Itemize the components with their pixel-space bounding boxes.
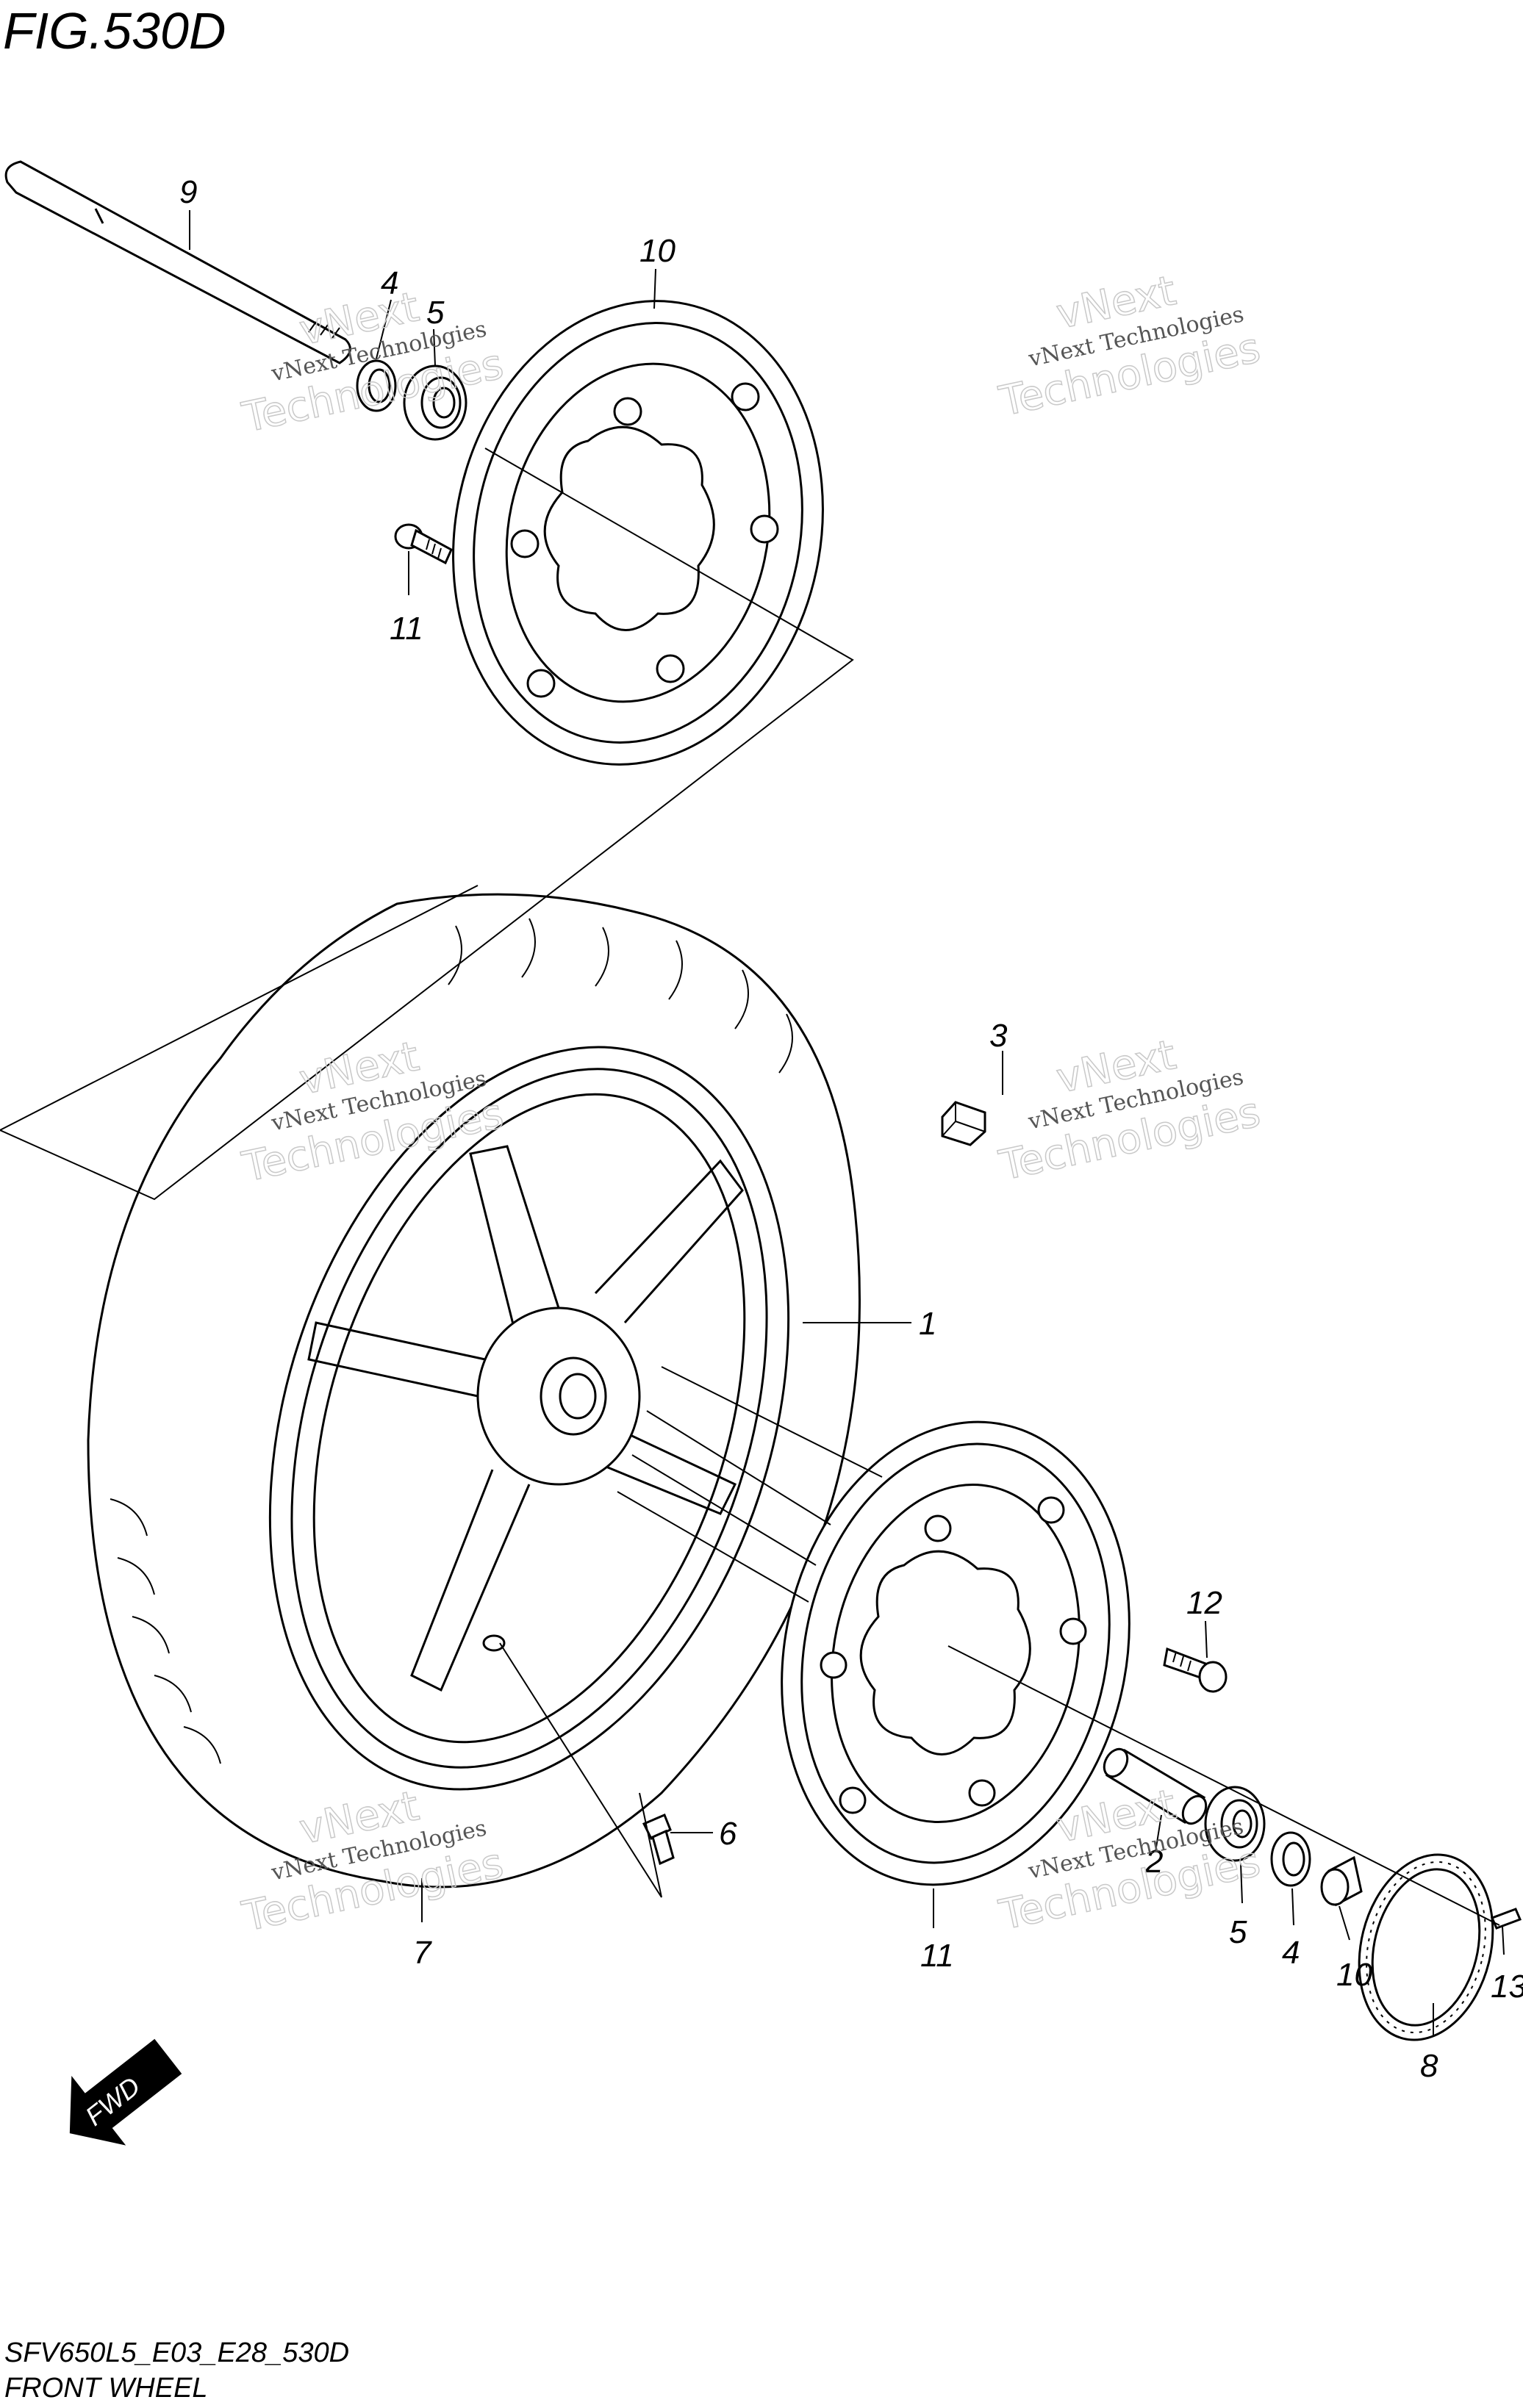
disc-bolt-part-11-lower <box>1163 1647 1228 1693</box>
front-wheel-tire <box>87 893 861 1888</box>
leader-lines <box>0 210 1505 2035</box>
callout-1: 1 <box>919 1306 936 1342</box>
bearing-part-5-upper <box>403 364 467 441</box>
axle-part-8 <box>4 160 351 364</box>
callout-11-upper: 11 <box>390 611 423 647</box>
callout-6: 6 <box>719 1816 737 1852</box>
bracket-part-3 <box>941 1101 986 1146</box>
callout-4-upper: 4 <box>381 265 398 301</box>
callout-5-lower: 5 <box>1229 1914 1247 1950</box>
figure-code: SFV650L5_E03_E28_530D <box>4 2337 349 2368</box>
watermark-top-right: vNext vNext Technologies Technologies <box>995 266 1265 426</box>
watermark-mid-right: vNext vNext Technologies Technologies <box>995 1030 1265 1190</box>
fwd-direction-badge: FWD <box>69 2038 182 2146</box>
fwd-arrow-icon <box>69 2038 182 2146</box>
sensor-rotor-part-12 <box>1358 1853 1494 2041</box>
valve-part-6 <box>642 1814 675 1866</box>
callout-8: 9 <box>179 174 197 210</box>
callout-10-upper: 10 <box>639 233 676 269</box>
callout-5-upper: 5 <box>426 295 445 331</box>
disc-bolt-part-11-upper <box>394 523 453 565</box>
spacer-tube-part-2 <box>1103 1747 1208 1825</box>
figure-name: FRONT WHEEL <box>4 2373 208 2404</box>
collar-part-9 <box>1320 1855 1363 1907</box>
callout-4-lower: 4 <box>1282 1935 1300 1971</box>
brake-disc-part-10-lower <box>781 1420 1130 1886</box>
spacer-ring-part-4-upper <box>356 359 397 412</box>
callout-11-lower: 12 <box>1186 1585 1222 1621</box>
brake-disc-part-10-upper <box>452 300 824 766</box>
bearing-part-5-lower <box>1204 1786 1266 1862</box>
figure-title: FIG.530D <box>3 2 226 60</box>
callout-12: 8 <box>1420 2048 1438 2084</box>
callout-13: 13 <box>1491 1969 1523 2005</box>
callout-3: 3 <box>989 1018 1008 1054</box>
callout-labels: 9 4 5 10 11 3 1 12 2 6 7 11 5 4 10 13 8 <box>179 174 1523 2084</box>
callout-10-lower: 11 <box>920 1938 954 1974</box>
screw-part-13 <box>1491 1908 1522 1930</box>
callout-7: 7 <box>413 1935 432 1971</box>
spacer-ring-part-4-lower <box>1270 1831 1311 1887</box>
callout-9: 10 <box>1336 1957 1372 1993</box>
callout-2: 2 <box>1144 1844 1163 1880</box>
